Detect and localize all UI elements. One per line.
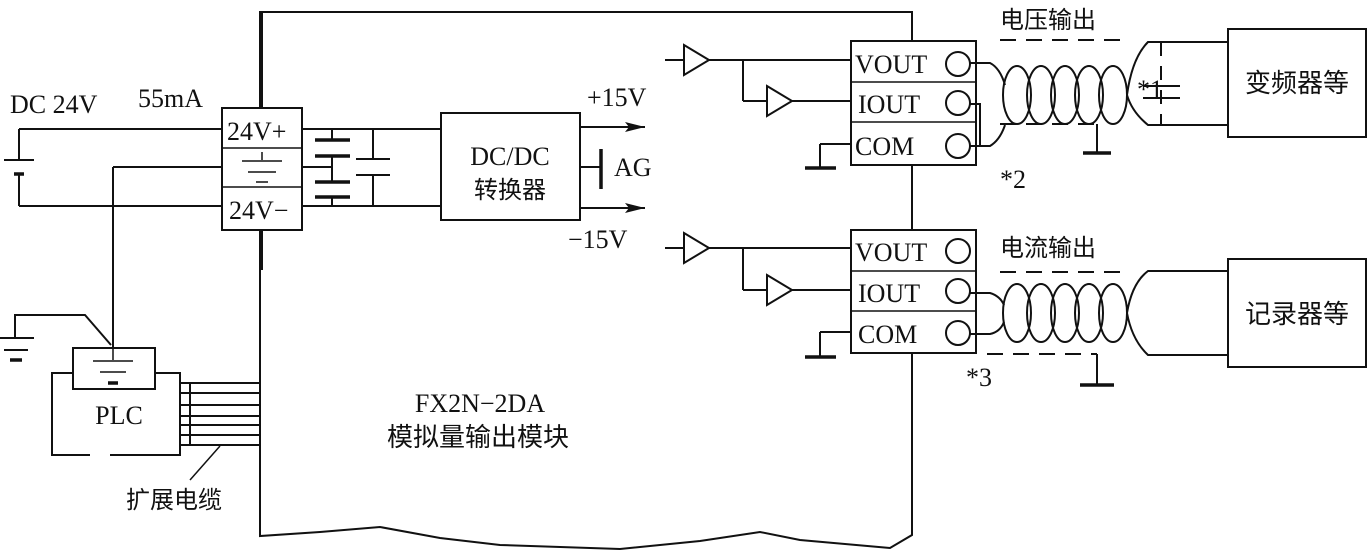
ch2-twisted-pair [970, 270, 1228, 356]
arrow-right-icon [580, 122, 645, 132]
expansion-cable [180, 382, 260, 481]
module-outline [259, 11, 913, 551]
power-terminal-block [221, 12, 303, 270]
plc-label: PLC [95, 401, 143, 430]
ch1-terminal-vout: VOUT [855, 50, 927, 79]
earth-ground-icon [0, 314, 112, 362]
ch2-terminal-iout: IOUT [858, 279, 920, 308]
module-name: 模拟量输出模块 [387, 423, 569, 453]
ch2-terminal-block [850, 229, 977, 354]
ch2-terminal-vout: VOUT [855, 238, 927, 267]
terminal-24v-minus: 24V− [229, 196, 288, 225]
minus-15v-label: −15V [568, 225, 628, 254]
filter-capacitors [302, 128, 440, 207]
plus-15v-label: +15V [587, 83, 647, 112]
ch1-terminal-com: COM [855, 132, 914, 161]
note-1: *1 [1137, 75, 1163, 104]
module-model: FX2N−2DA [415, 389, 545, 418]
converter-label: DC/DC [470, 142, 549, 171]
expansion-cable-label: 扩展电缆 [126, 486, 222, 514]
voltage-output-label: 电压输出 [1000, 6, 1096, 34]
supply-current-label: 55mA [138, 84, 203, 113]
battery-icon [4, 129, 34, 206]
terminal-24v-plus: 24V+ [227, 117, 286, 146]
ch1-terminal-iout: IOUT [858, 90, 920, 119]
converter-label-cn: 转换器 [474, 176, 546, 204]
note-2: *2 [1000, 165, 1026, 194]
plc-block [51, 347, 181, 456]
ground-icon [242, 152, 282, 183]
inverter-device-label: 变频器等 [1245, 69, 1349, 99]
ch1-capacitor [1143, 42, 1180, 125]
current-output-label: 电流输出 [1000, 234, 1096, 262]
supply-voltage-label: DC 24V [10, 90, 98, 119]
ch2-amplifiers [665, 231, 851, 359]
ch1-twisted-pair [970, 41, 1228, 147]
ch2-terminal-com: COM [858, 320, 917, 349]
recorder-device-label: 记录器等 [1245, 300, 1349, 330]
recorder-device-box [1227, 258, 1367, 368]
ch1-terminal-block [850, 40, 977, 166]
arrow-right-icon [580, 203, 645, 213]
ch1-amplifiers [665, 43, 851, 170]
note-3: *3 [966, 363, 992, 392]
ag-label: AG [614, 153, 652, 182]
inverter-device-box [1227, 28, 1367, 138]
